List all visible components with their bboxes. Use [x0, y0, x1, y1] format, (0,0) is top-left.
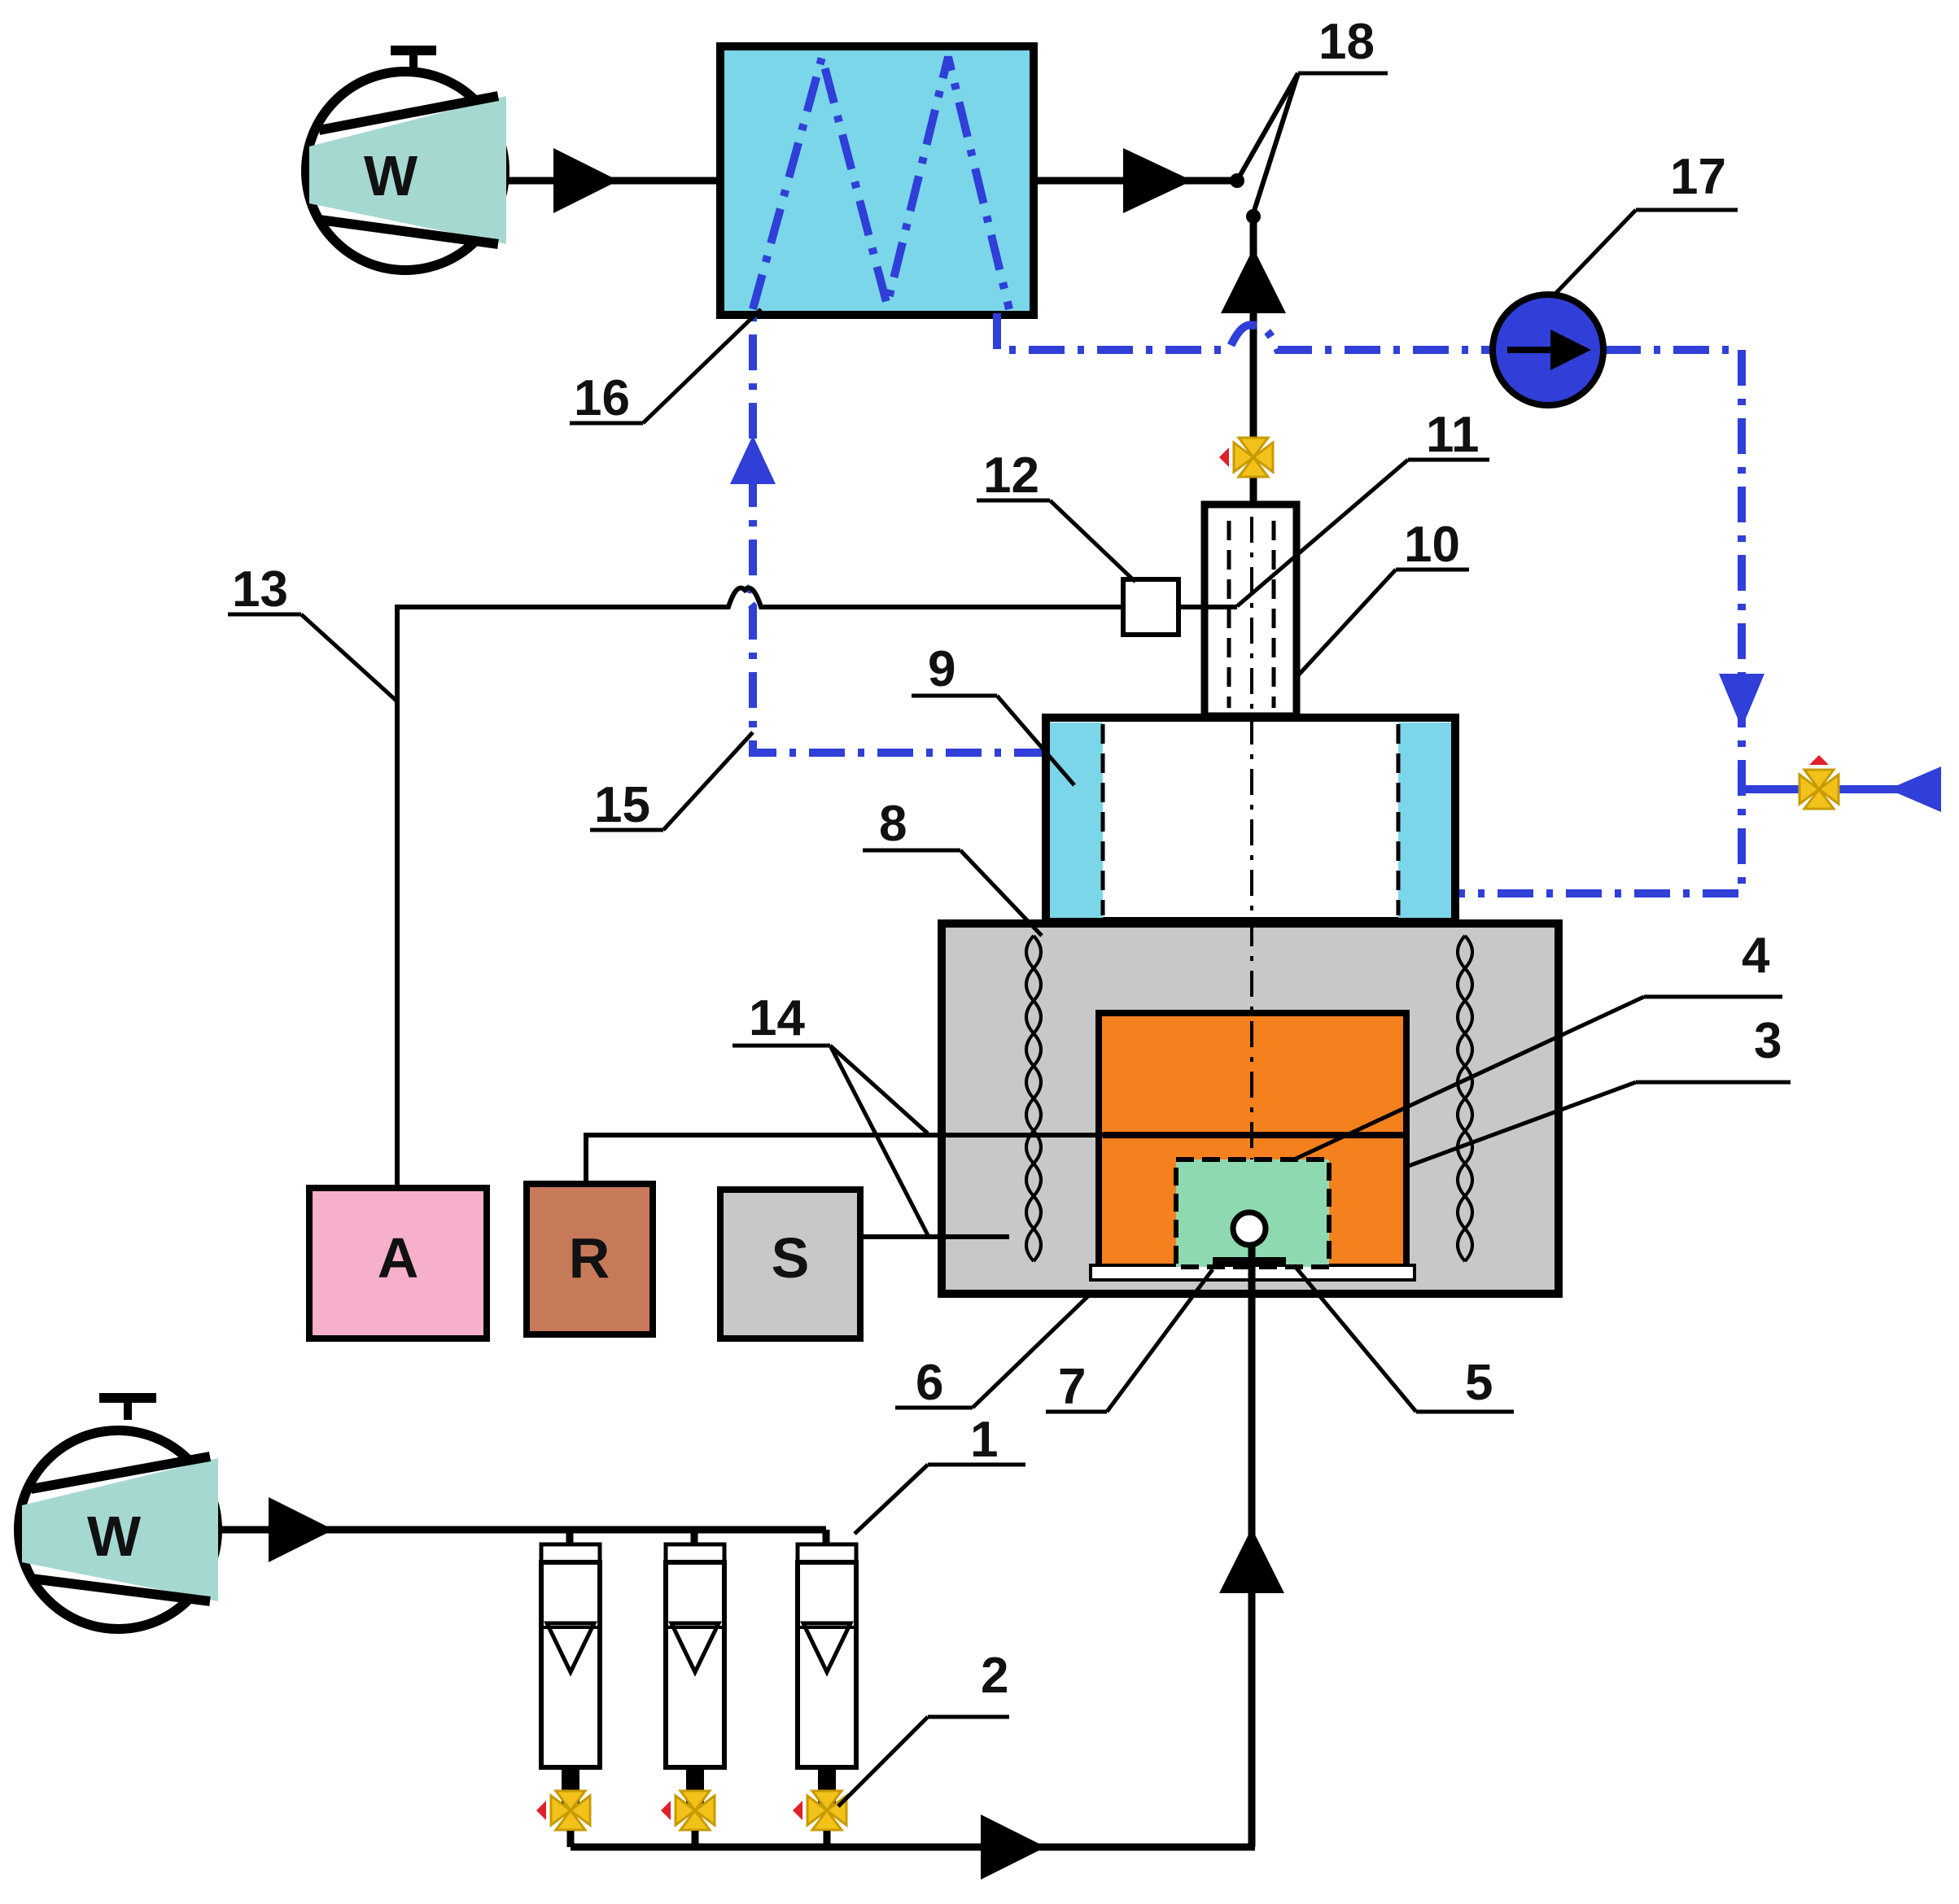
- flowmeter-icon: [663, 1530, 727, 1804]
- box-r: R: [523, 1181, 656, 1338]
- gas-cylinder-top: W: [301, 46, 509, 275]
- valve-icon: [1219, 436, 1275, 478]
- part-number-7: 7: [1058, 1359, 1086, 1415]
- part-number-4: 4: [1742, 928, 1770, 984]
- flow-arrow-icon: [1719, 674, 1764, 728]
- flow-arrow-icon: [1123, 148, 1192, 213]
- sensor-12: [1121, 577, 1181, 637]
- part-number-8: 8: [879, 796, 907, 852]
- part-number-17: 17: [1670, 149, 1726, 205]
- gas-source-label-top: W: [364, 144, 418, 207]
- part-number-3: 3: [1754, 1013, 1782, 1069]
- part-number-11: 11: [1426, 407, 1480, 463]
- flow-arrow-icon: [1219, 1528, 1284, 1593]
- valve-icon: [661, 1789, 716, 1832]
- gas-cylinder-icon: W: [14, 1393, 222, 1634]
- box-s: S: [717, 1186, 864, 1342]
- part-number-18: 18: [1318, 14, 1375, 70]
- part-number-14: 14: [749, 990, 805, 1046]
- flowmeter-icon: [795, 1530, 859, 1804]
- cooling-water-loop: [730, 313, 1941, 897]
- part-number-15: 15: [594, 777, 650, 833]
- part-number-10: 10: [1404, 517, 1460, 573]
- part-number-6: 6: [916, 1355, 943, 1411]
- gas-source-label-bottom: W: [87, 1504, 141, 1568]
- part-number-13: 13: [232, 561, 288, 618]
- switch-18: [1221, 71, 1388, 224]
- flow-arrow-icon: [1221, 248, 1286, 313]
- leader-lines: [228, 207, 1791, 1808]
- flow-arrow-icon: [269, 1497, 334, 1562]
- valve-icon: [793, 1789, 848, 1832]
- part-number-5: 5: [1465, 1355, 1493, 1411]
- box-a: A: [306, 1185, 490, 1342]
- condenser: [716, 41, 1038, 319]
- flow-arrow-icon: [1888, 766, 1941, 812]
- flowmeters: [539, 1530, 859, 1804]
- gas-cylinder-bottom: W: [14, 1393, 222, 1634]
- part-number-16: 16: [574, 370, 630, 426]
- flow-arrow-icon: [981, 1814, 1046, 1880]
- part-number-1: 1: [970, 1412, 998, 1468]
- part-number-2: 2: [981, 1648, 1008, 1704]
- part-number-9: 9: [928, 641, 955, 697]
- flow-arrow-icon: [730, 435, 776, 484]
- box-s-label: S: [772, 1226, 810, 1290]
- part-numbers: 1 2 3 4 5 6 7 8 9 10 11 12 13 14 15 16 1…: [232, 14, 1782, 1704]
- flowmeter-icon: [539, 1530, 602, 1804]
- valve-icon: [536, 1789, 592, 1832]
- valve-icon: [1798, 755, 1840, 810]
- gas-cylinder-icon: W: [301, 46, 509, 275]
- part-number-12: 12: [983, 448, 1039, 504]
- box-r-label: R: [569, 1226, 610, 1290]
- box-a-label: A: [378, 1226, 419, 1290]
- flow-arrow-icon: [553, 148, 619, 213]
- pump-icon: [1489, 291, 1607, 408]
